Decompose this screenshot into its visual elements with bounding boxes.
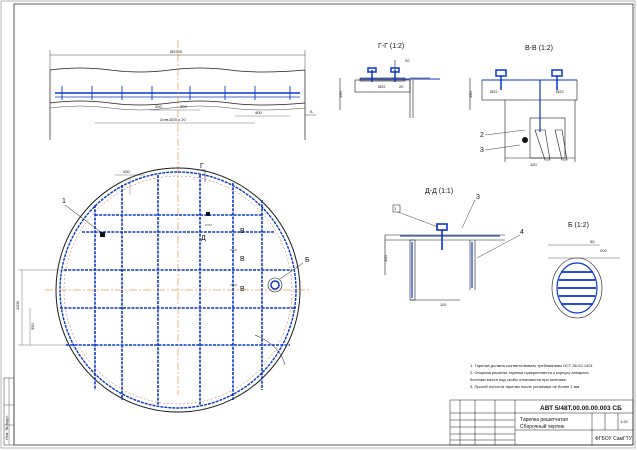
- svg-text:200: 200: [155, 104, 162, 109]
- section-gg: Г-Г (1:2) Ø22 20 190 20: [338, 43, 440, 118]
- section-dd: Д-Д (1:1) 1 3 4 100 110: [383, 188, 524, 307]
- pos3-dd-label: 3: [476, 194, 480, 201]
- svg-text:100: 100: [383, 255, 388, 262]
- title-scale: 1:20: [620, 419, 629, 424]
- cut-v-label-top: В: [240, 228, 245, 235]
- svg-text:120: 120: [530, 162, 537, 167]
- section-dd-title: Д-Д (1:1): [425, 188, 453, 195]
- view-b-callout: Б: [305, 257, 310, 264]
- svg-text:Ø2200: Ø2200: [170, 49, 183, 54]
- svg-text:2отв.Ø20 x 20: 2отв.Ø20 x 20: [160, 117, 186, 122]
- cut-v-label-bot: В: [240, 286, 245, 293]
- plan-view: 1000 350 400 Г Д В В В Б 1: [15, 163, 310, 413]
- note-4: 3. Прогиб полотна тарелки после установк…: [470, 384, 579, 389]
- svg-text:Ø22: Ø22: [378, 84, 386, 89]
- svg-text:Ø22: Ø22: [556, 89, 564, 94]
- title-name-2: Сборочный чертеж: [520, 423, 565, 430]
- svg-text:200: 200: [180, 104, 187, 109]
- cut-g-label: Г: [200, 163, 204, 170]
- pos1-label: 1: [62, 198, 66, 205]
- title-name-1: Тарелка решетчатая: [520, 417, 568, 423]
- svg-text:190: 190: [338, 91, 343, 98]
- view-b: Б (1:2) 200 50: [548, 222, 620, 319]
- svg-text:350: 350: [30, 323, 35, 330]
- cut-v-label-mid: В: [240, 256, 245, 263]
- svg-text:110: 110: [440, 302, 447, 307]
- section-vv-title: В-В (1:2): [525, 45, 553, 52]
- note-3: болтами места под скобы отмечаются при м…: [470, 377, 567, 382]
- cut-d-label: Д: [201, 235, 206, 242]
- svg-text:400: 400: [255, 110, 262, 115]
- pos4-label: 4: [520, 229, 524, 236]
- svg-text:190: 190: [468, 91, 473, 98]
- note-2: 2. Опорная решетка тарелки прикрепляется…: [470, 370, 589, 375]
- title-sheet: ФГБОУ СамГТУ: [595, 436, 633, 442]
- section-vv: В-В (1:2) 2 3 Ø22 Ø22 190 120: [468, 45, 578, 167]
- left-strip: Инв. № подл.: [3, 377, 15, 446]
- note-1: 1. Тарелка должна соответствовать требов…: [470, 363, 594, 368]
- svg-text:1: 1: [394, 206, 397, 211]
- svg-text:Б: Б: [310, 109, 313, 114]
- svg-text:20: 20: [405, 58, 410, 63]
- svg-text:Ø22: Ø22: [490, 89, 498, 94]
- doc-number: АВТ 5/48Т.00.00.00.003 СБ: [540, 405, 622, 412]
- pos2-label: 2: [480, 132, 484, 139]
- left-strip-label: Инв. № подл.: [4, 415, 9, 440]
- svg-text:50: 50: [590, 239, 595, 244]
- svg-text:1000: 1000: [15, 300, 20, 310]
- pos3-label: 3: [480, 147, 484, 154]
- top-front-view: Ø2200 200 200 400 2отв.Ø20 x 20 Б: [49, 49, 316, 140]
- svg-text:20: 20: [399, 84, 404, 89]
- svg-text:400: 400: [123, 169, 130, 174]
- technical-notes: 1. Тарелка должна соответствовать требов…: [470, 363, 594, 389]
- title-block: [449, 399, 634, 446]
- section-gg-title: Г-Г (1:2): [378, 43, 404, 50]
- view-b-title: Б (1:2): [568, 222, 589, 229]
- inner-frame: [13, 3, 634, 446]
- svg-text:200: 200: [600, 248, 607, 253]
